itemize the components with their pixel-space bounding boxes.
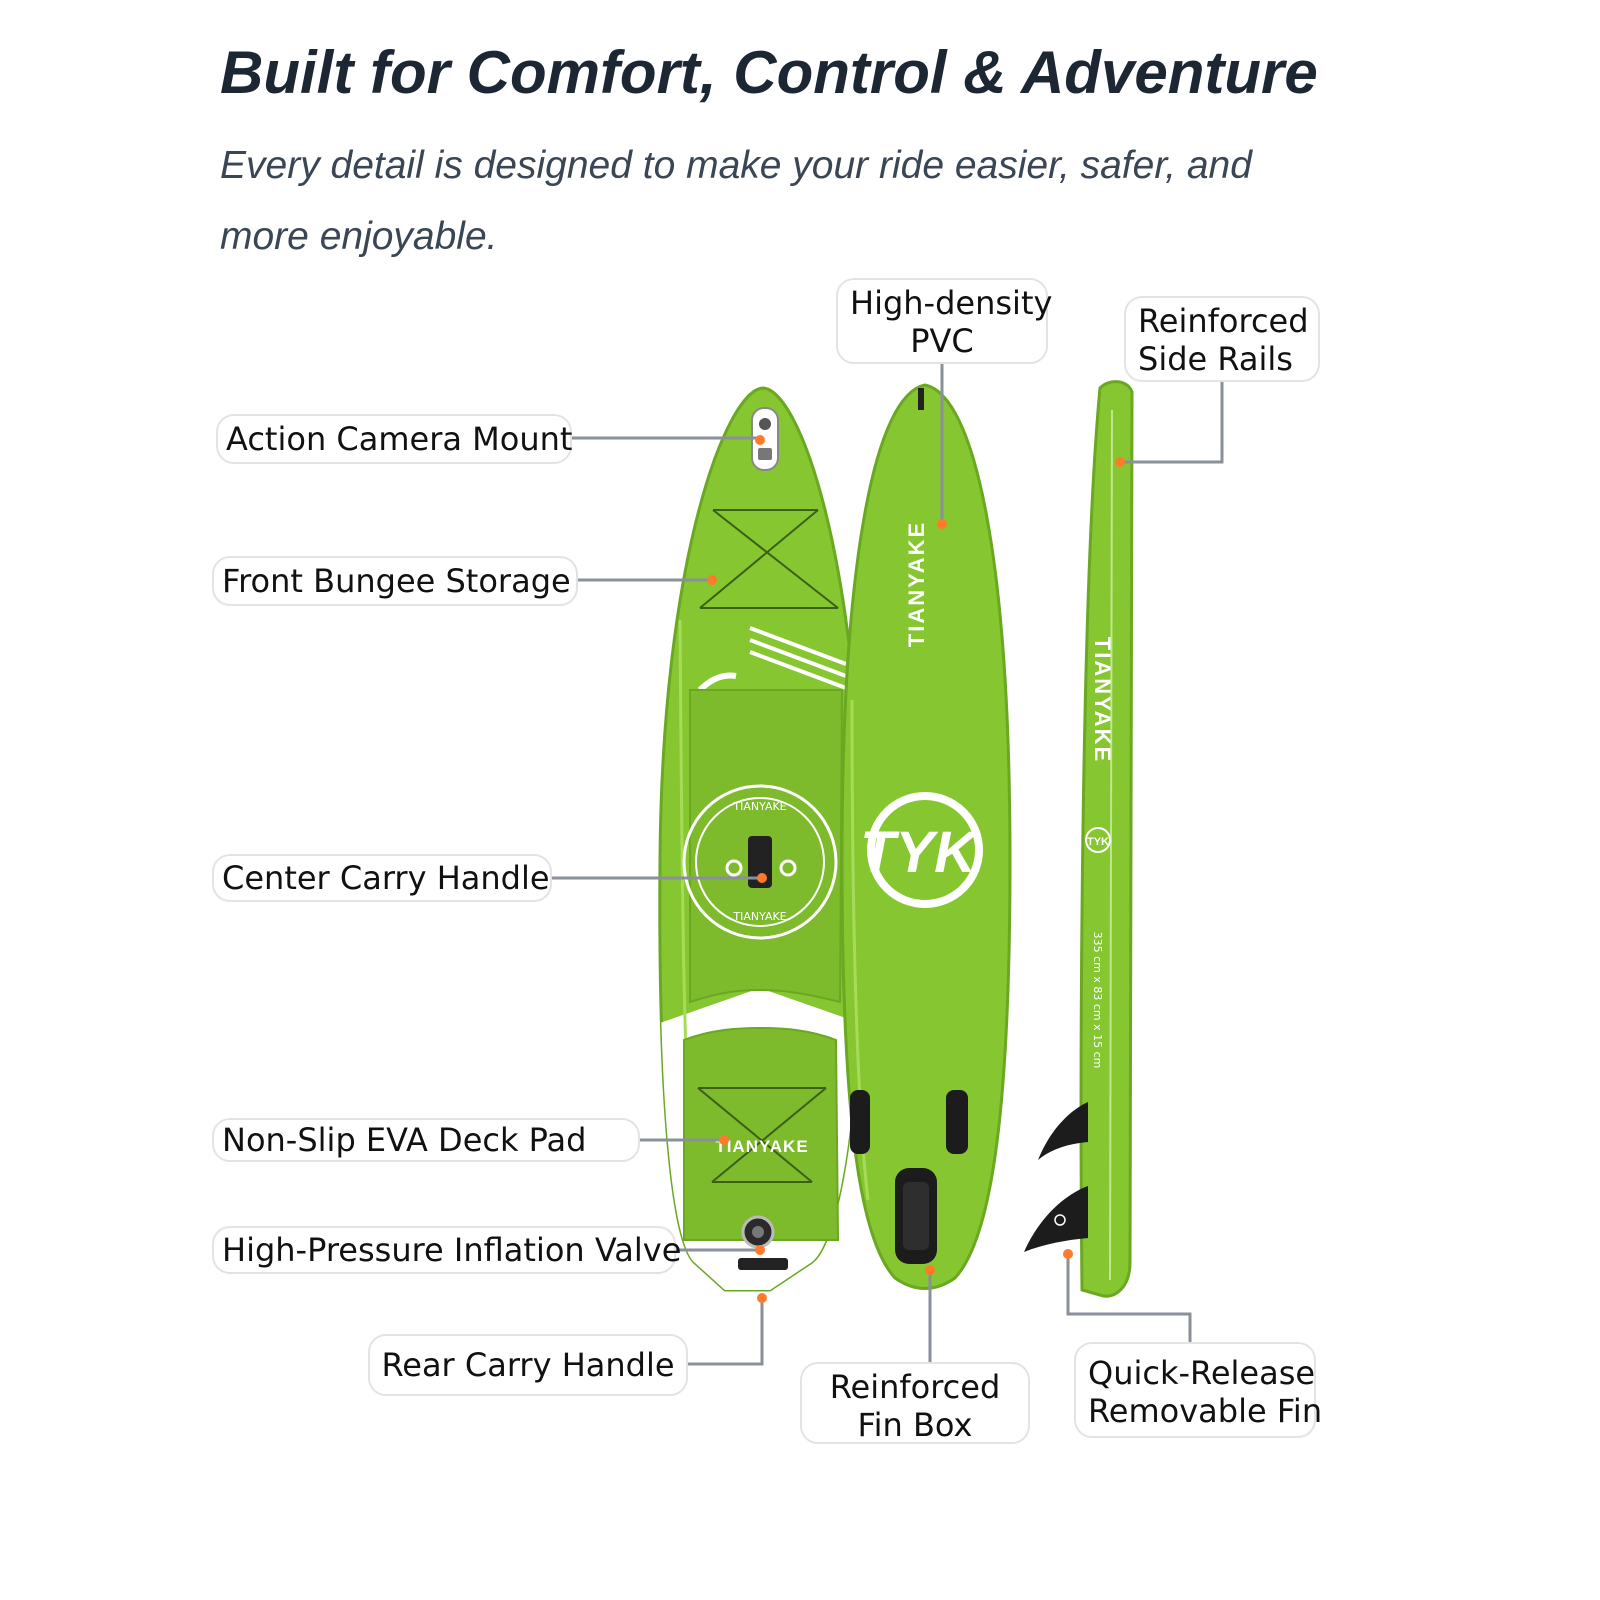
tail-pad <box>683 1026 840 1241</box>
callout-rear-handle: Rear Carry Handle <box>368 1334 688 1396</box>
callout-fin-line2: Removable Fin <box>1088 1392 1323 1430</box>
callout-fin-box: Reinforced Fin Box <box>800 1362 1030 1444</box>
callout-fin: Quick-Release Removable Fin <box>1074 1342 1323 1438</box>
callout-camera-mount: Action Camera Mount <box>216 414 572 464</box>
board-top-view: TIANYAKE TIANYAKE TIANYAKE <box>658 386 864 1292</box>
markers <box>707 435 1125 1303</box>
leader-fin <box>1066 1256 1192 1342</box>
side-logo-ring <box>1085 827 1111 853</box>
tyk-logo-ring <box>867 792 983 908</box>
side-brand: TIANYAKE <box>1090 637 1115 763</box>
callout-valve: High-Pressure Inflation Valve <box>212 1226 681 1274</box>
leader-rear-handle <box>688 1298 764 1366</box>
board-bottom-view: TIANYAKE TYK <box>840 383 1012 1290</box>
medallion-bottom-text: TIANYAKE <box>732 910 786 923</box>
marker-rails <box>1115 457 1125 467</box>
rear-bungee <box>697 1087 827 1183</box>
callout-pvc: High-density PVC <box>836 278 1053 364</box>
callout-fin-line1: Quick-Release <box>1088 1354 1316 1392</box>
camera-mount-socket <box>759 418 771 430</box>
side-fin-box-left <box>850 1090 870 1154</box>
callout-fin-box-line2: Fin Box <box>857 1406 973 1444</box>
bottom-brand: TIANYAKE <box>904 521 929 647</box>
callout-carry-handle: Center Carry Handle <box>212 854 552 902</box>
board-side-view: TIANYAKE TYK 335 cm x 83 cm x 15 cm <box>1024 380 1134 1298</box>
rear-handle <box>738 1258 788 1270</box>
callout-rails: Reinforced Side Rails <box>1124 296 1320 382</box>
callout-bungee: Front Bungee Storage <box>212 556 578 606</box>
removable-fin <box>1024 1186 1088 1252</box>
top-brand: TIANYAKE <box>715 1137 808 1156</box>
side-fin <box>1038 1102 1088 1160</box>
marker-deck-pad <box>719 1135 729 1145</box>
side-logo: TYK <box>1087 836 1109 848</box>
leader-rails <box>1120 382 1224 464</box>
bottom-board-outline <box>840 383 1012 1290</box>
medallion-top-text: TIANYAKE <box>732 800 786 813</box>
marker-fin-box <box>925 1265 935 1275</box>
marker-pvc <box>937 519 947 529</box>
callout-fin-box-line1: Reinforced <box>829 1368 1001 1406</box>
center-medallion <box>682 784 838 940</box>
leader-lines <box>552 364 1224 1366</box>
marker-fin <box>1063 1249 1073 1259</box>
callout-rails-line2: Side Rails <box>1138 340 1293 378</box>
callout-deck-pad: Non-Slip EVA Deck Pad <box>212 1118 640 1162</box>
bottom-logo: TYK <box>860 820 980 885</box>
side-dimensions: 335 cm x 83 cm x 15 cm <box>1091 932 1104 1069</box>
marker-rear-handle <box>757 1293 767 1303</box>
marker-carry-handle <box>757 873 767 883</box>
callout-rails-line1: Reinforced <box>1138 302 1309 340</box>
callout-pvc-line1: High-density <box>850 284 1053 322</box>
marker-valve <box>755 1245 765 1255</box>
page-title: Built for Comfort, Control & Adventure <box>220 39 1318 106</box>
callout-pvc-line2: PVC <box>910 322 974 360</box>
side-fin-box-right <box>946 1090 968 1154</box>
deck-stripes <box>749 626 847 690</box>
marker-bungee <box>707 575 717 585</box>
front-bungee <box>699 509 839 609</box>
page-subtitle: Every detail is designed to make your ri… <box>220 144 1252 258</box>
marker-camera-mount <box>755 435 765 445</box>
